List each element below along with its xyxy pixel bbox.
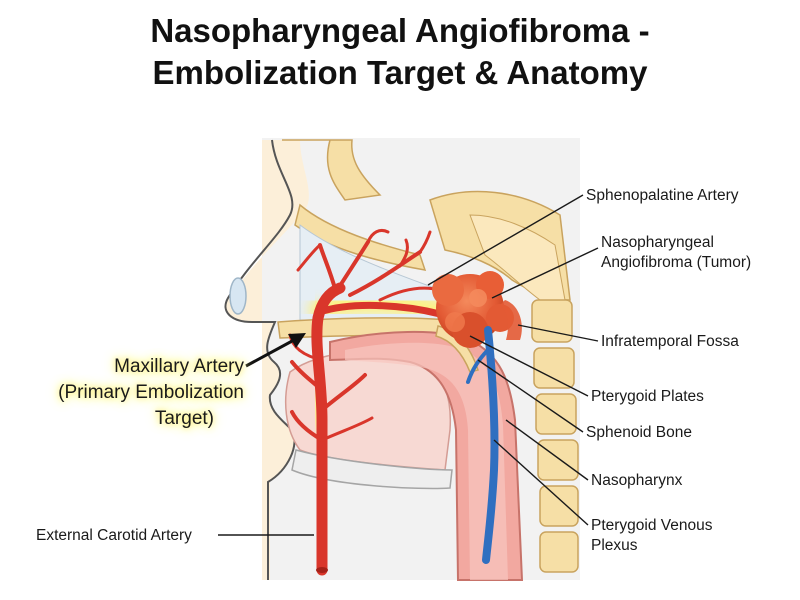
label-nasopharynx: Nasopharynx [591,472,683,489]
label-plexus-line-1: Pterygoid Venous [591,517,713,534]
mandible [291,449,453,490]
airway-inner [345,342,508,580]
frontal-bone [282,139,382,201]
leader-tumor [491,247,599,299]
leader-infratemporal [517,324,599,342]
leader-plexus [493,439,589,526]
label-sphenopalatine-artery: Sphenopalatine Artery [586,187,739,204]
label-tumor-line-1: Nasopharyngeal [601,234,714,251]
cervical-spine [531,299,579,573]
leader-sphenopalatine [427,194,584,286]
external-carotid-artery-vessel [311,282,346,576]
face-silhouette [226,140,309,580]
label-maxillary-line-3: Target) [154,408,214,429]
leader-nasopharynx [505,419,589,481]
title-line-2: Embolization Target & Anatomy [152,54,648,91]
page-title: Nasopharyngeal Angiofibroma - Embolizati… [0,10,800,94]
maxillary-pointer-arrow-shaft [245,338,295,368]
title-line-1: Nasopharyngeal Angiofibroma - [150,12,650,49]
leader-sphenoid [477,359,584,433]
label-maxillary-line-2: (Primary Embolization [58,382,244,403]
leader-lines [218,194,599,536]
label-maxillary-line-1: Maxillary Artery [114,356,244,377]
leader-pterygoid-plates [469,335,589,397]
label-external-carotid-artery: External Carotid Artery [36,527,192,544]
tumor-mass [432,271,514,348]
carotid-cut-end [316,567,328,573]
label-infratemporal-fossa: Infratemporal Fossa [601,333,739,350]
label-sphenoid-bone: Sphenoid Bone [586,424,693,441]
venous-branch [466,348,490,384]
infratemporal-extension [500,300,522,340]
maxillary-artery-vessel [316,301,444,318]
label-plexus-line-2: Plexus [591,537,638,554]
label-pterygoid-plates: Pterygoid Plates [591,388,704,405]
nostril [229,277,247,315]
maxillary-pointer-arrow-head [288,333,306,348]
label-tumor-line-2: Angiofibroma (Tumor) [601,254,752,271]
pterygoid-venous-plexus-vessel [482,326,499,564]
